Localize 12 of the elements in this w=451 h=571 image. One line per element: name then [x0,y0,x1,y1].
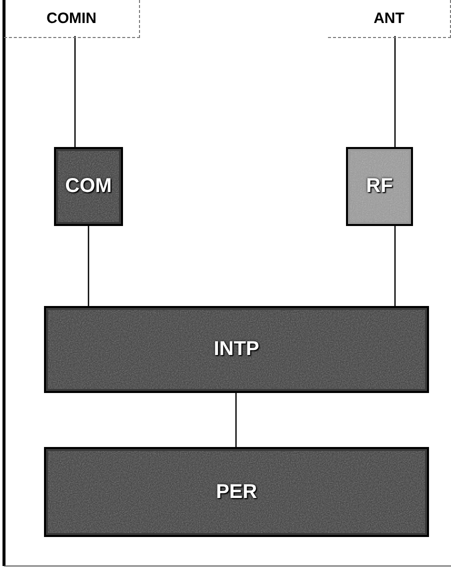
block-label: INTP [214,338,260,361]
block-label: COMIN [46,10,96,27]
block-box [45,448,428,536]
block-label: PER [216,480,258,504]
block-box [45,307,428,392]
block-box [347,148,412,225]
port-box [328,0,451,38]
block-label: COM [65,175,112,198]
block-label: ANT [374,10,404,27]
port-box [4,0,140,38]
block-label: RF [366,175,393,198]
block-box [55,148,122,225]
